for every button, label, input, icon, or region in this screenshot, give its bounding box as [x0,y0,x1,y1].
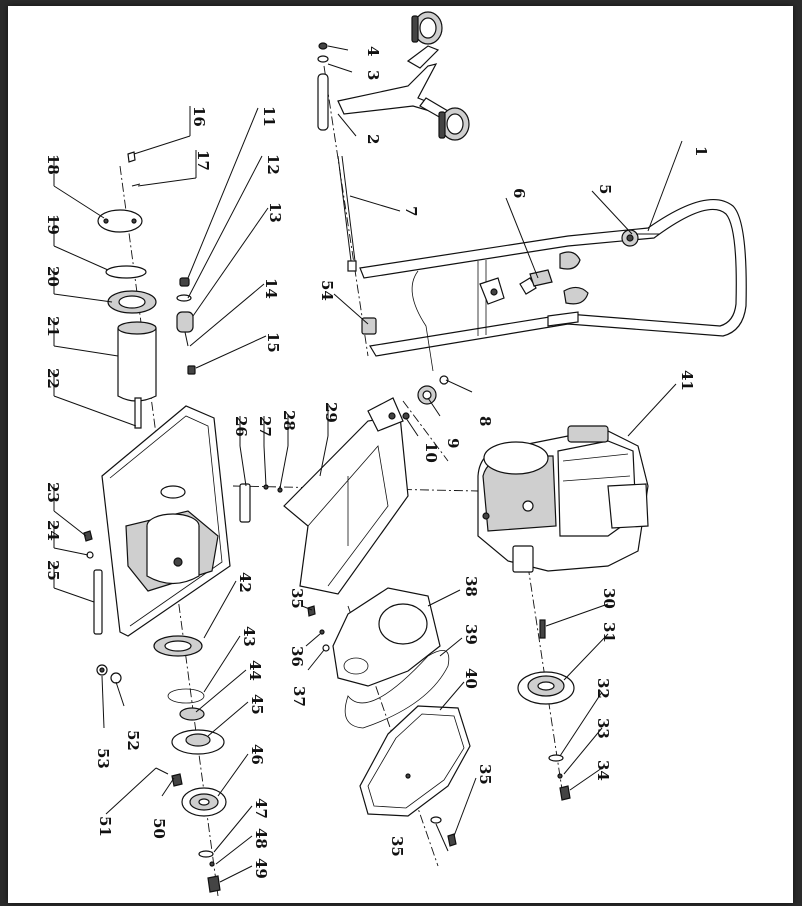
callout-30: 30 [600,588,618,609]
callout-28: 28 [280,410,298,431]
callout-54: 54 [318,280,336,301]
callout-43: 43 [240,626,258,647]
callout-39: 39 [462,624,480,645]
callout-42: 42 [236,572,254,593]
washer-nut [96,664,122,684]
callout-33: 33 [594,718,612,739]
lever-clamp [621,229,660,247]
callout-26: 26 [232,416,250,437]
callout-52: 52 [124,730,142,751]
callout-6: 6 [510,188,528,198]
bracket-hardware [307,605,330,652]
callout-32: 32 [594,678,612,699]
callout-29: 29 [322,402,340,423]
callout-49: 49 [252,858,270,879]
callout-34: 34 [594,760,612,781]
callout-24: 24 [44,520,62,541]
callout-7: 7 [402,206,420,216]
callout-10: 10 [422,442,440,463]
engine-pulley-stack [517,619,575,801]
callout-4: 4 [364,46,382,56]
callout-3: 3 [364,70,382,80]
callout-53: 53 [94,748,112,769]
callout-11: 11 [260,106,278,127]
engine-bracket [239,397,409,595]
belt-guard-parts [332,587,471,847]
callout-17: 17 [194,150,212,171]
callout-37: 37 [290,686,308,707]
callout-31: 31 [600,622,618,643]
callout-1: 1 [692,146,710,156]
callout-36: 36 [288,646,306,667]
callout-21: 21 [44,316,62,337]
wheel-axle-assembly [317,11,470,141]
base-hardware [83,530,103,635]
callout-23: 23 [44,482,62,503]
callout-14: 14 [262,278,280,299]
adjusting-rod [337,155,357,272]
callout-8: 8 [476,416,494,426]
callout-35-lower: 35 [388,836,406,857]
callout-35-upper: 35 [288,588,306,609]
diagram-sheet: 1 2 3 4 5 6 7 8 9 10 11 12 13 14 15 16 1… [8,6,793,903]
callout-27: 27 [256,416,274,437]
callout-9: 9 [444,438,462,448]
callout-13: 13 [266,202,284,223]
callout-40: 40 [462,668,480,689]
callout-20: 20 [44,266,62,287]
callout-48: 48 [252,828,270,849]
callout-16: 16 [190,106,208,127]
handle-frame [359,198,747,372]
callout-22: 22 [44,368,62,389]
base-plate [101,405,231,637]
callout-50: 50 [150,818,168,839]
callout-labels: 1 2 3 4 5 6 7 8 9 10 11 12 13 14 15 16 1… [44,46,710,879]
small-hardware-top [176,277,196,375]
callout-38: 38 [462,576,480,597]
bearing-stack [97,151,157,429]
callout-12: 12 [264,154,282,175]
callout-45: 45 [248,694,266,715]
callout-2: 2 [364,134,382,144]
callout-35-right: 35 [476,764,494,785]
callout-46: 46 [248,744,266,765]
engine [477,425,649,573]
callout-41: 41 [678,370,696,391]
exploded-parts-diagram: 1 2 3 4 5 6 7 8 9 10 11 12 13 14 15 16 1… [44,11,747,897]
callout-5: 5 [596,184,614,194]
callout-19: 19 [44,214,62,235]
callout-15: 15 [264,332,282,353]
callout-47: 47 [252,798,270,819]
callout-18: 18 [44,154,62,175]
idler-parts [402,375,449,420]
knob [519,269,553,295]
callout-44: 44 [246,660,264,681]
callout-25: 25 [44,560,62,581]
leader-lines [53,45,683,883]
callout-51: 51 [96,816,114,837]
lower-drive-stack [153,635,227,893]
